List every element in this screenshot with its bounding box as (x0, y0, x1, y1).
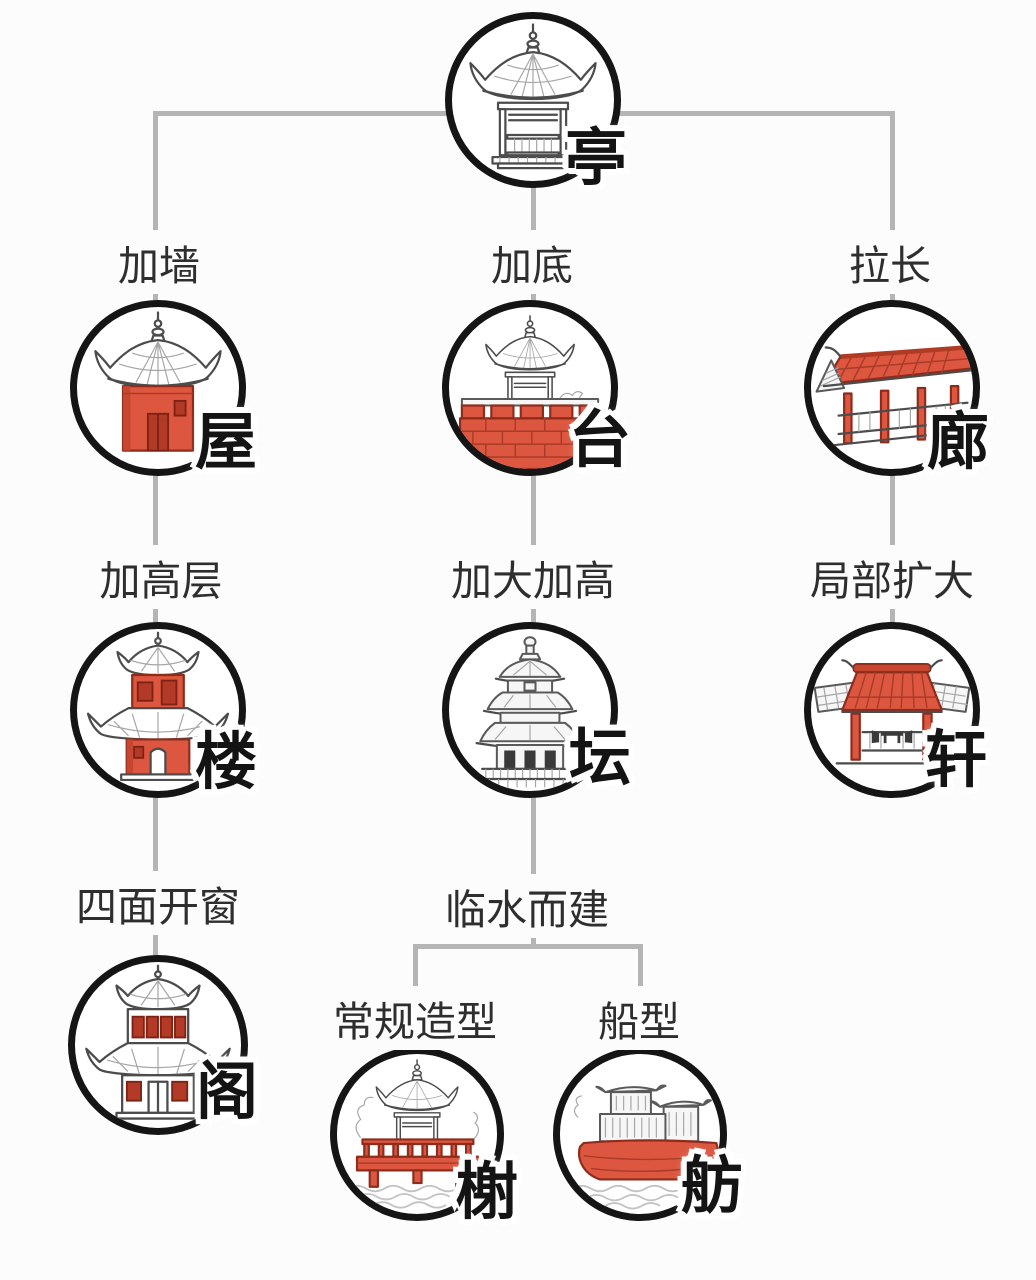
node-tai-circle (442, 300, 618, 476)
node-wu-circle (70, 300, 246, 476)
edge-partial-enlarge: 局部扩大 (800, 545, 984, 609)
edge-add-wall: 加墙 (108, 230, 210, 294)
node-tan-label: 坛 (568, 721, 632, 794)
connector-ting-lang (890, 111, 895, 303)
node-xie-circle (330, 1047, 504, 1221)
edge-windows-four-sides: 四面开窗 (66, 871, 250, 935)
node-lou-circle (70, 622, 246, 798)
pavilion-icon (469, 23, 597, 170)
connector-tan-split (531, 796, 536, 948)
edge-enlarge-heighten: 加大加高 (441, 545, 625, 609)
node-ge-label: 阁 (195, 1055, 259, 1128)
node-ge-circle (68, 955, 248, 1135)
boat-hall-icon (572, 1084, 720, 1210)
altar-temple-icon (475, 636, 585, 788)
connector-ting-wu (153, 111, 158, 303)
edge-built-by-water: 临水而建 (435, 874, 619, 938)
node-wu-label: 屋 (194, 405, 258, 478)
edge-add-base: 加底 (481, 230, 583, 294)
node-xuan-circle (804, 622, 980, 798)
edge-add-floors: 加高层 (89, 545, 233, 609)
node-fang-label: 舫 (680, 1149, 744, 1222)
node-ting-circle (445, 12, 621, 188)
terrace-platform-icon (458, 315, 602, 469)
windowed-pavilion-icon (85, 964, 231, 1120)
connector-split-horizontal (413, 944, 643, 949)
edge-conventional-shape: 常规造型 (323, 986, 507, 1050)
node-ting-label: 亭 (564, 121, 628, 194)
edge-elongate: 拉长 (839, 230, 941, 294)
corridor-icon (815, 340, 973, 447)
node-xuan-label: 轩 (924, 723, 988, 796)
node-tan-circle (442, 622, 618, 798)
node-fang-circle (553, 1047, 727, 1221)
waterside-pavilion-icon (347, 1059, 480, 1209)
edge-boat-shape: 船型 (588, 986, 690, 1050)
two-story-tower-icon (86, 631, 230, 782)
node-xie-label: 榭 (455, 1155, 519, 1228)
walled-house-icon (94, 311, 222, 452)
node-lang-label: 廊 (926, 405, 990, 478)
node-tai-label: 台 (568, 403, 632, 476)
veranda-icon (813, 659, 971, 765)
node-lang-circle (804, 300, 980, 476)
node-lou-label: 楼 (194, 725, 258, 798)
